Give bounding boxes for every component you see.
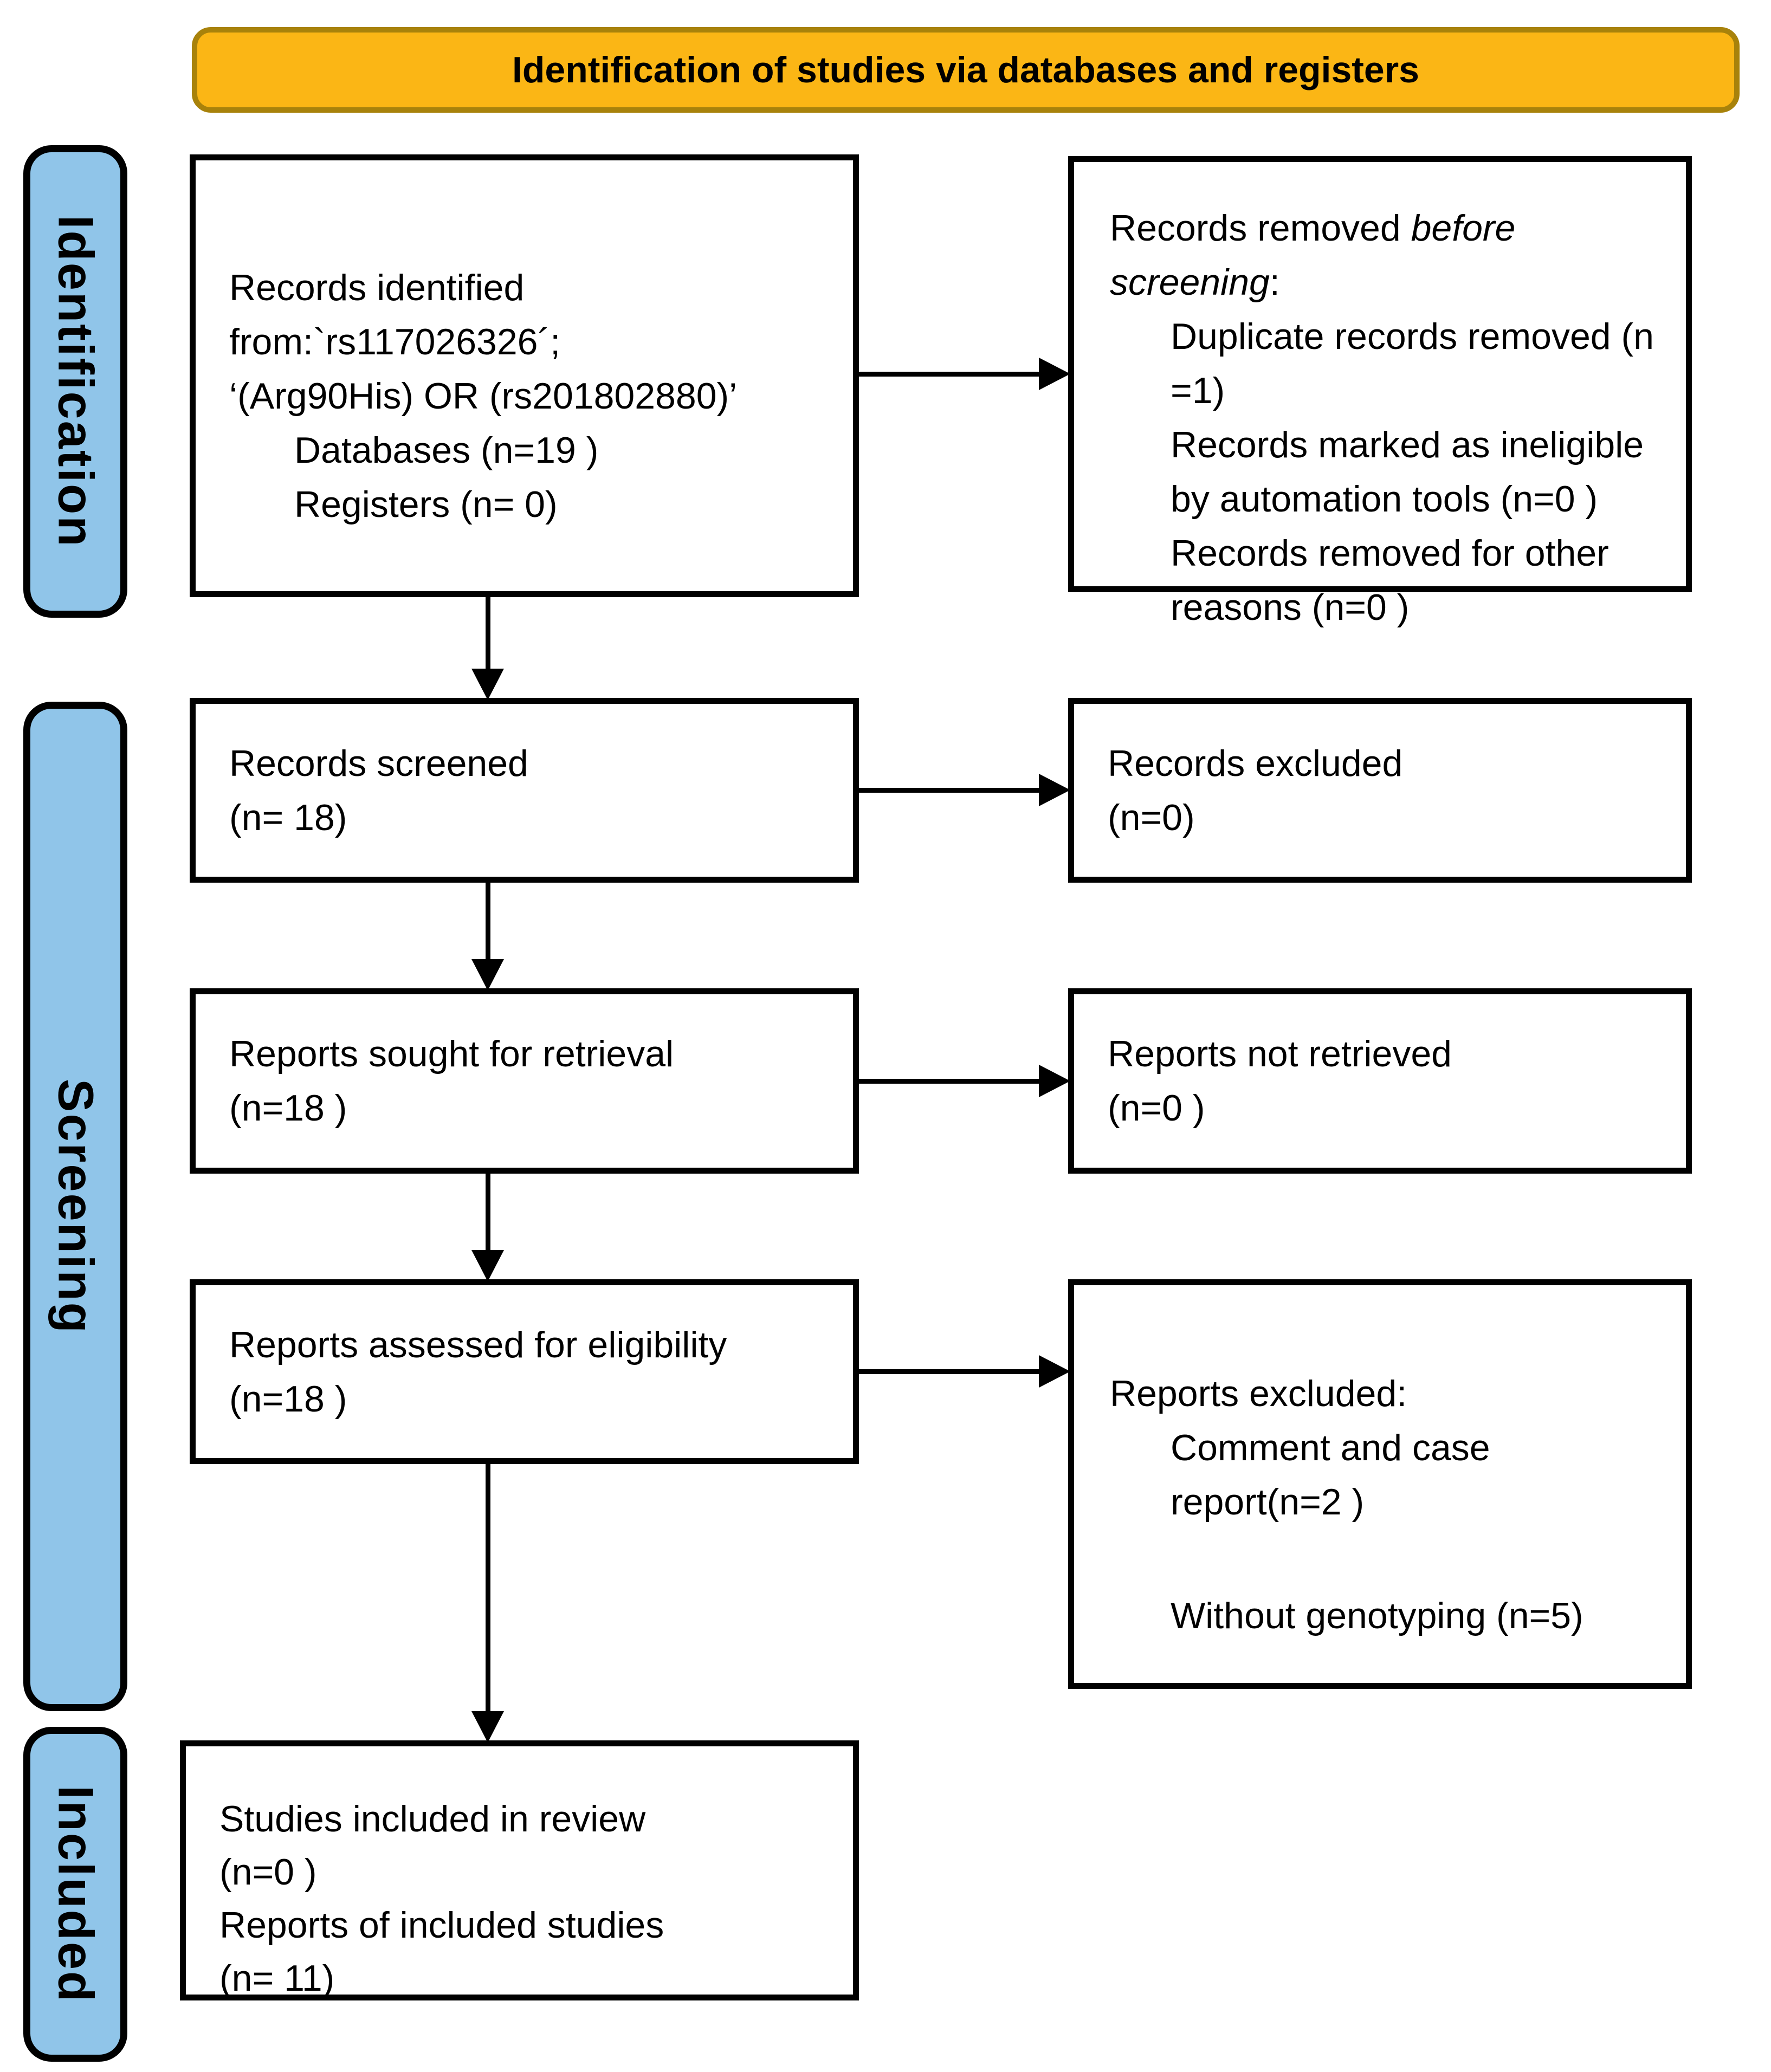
- box-text-line: Reports sought for retrieval: [229, 1033, 674, 1074]
- box-text-line: Studies included in review: [219, 1798, 646, 1840]
- box-text-line: (n=0 ): [219, 1851, 317, 1893]
- box-heading: Records removed before screening:: [1110, 201, 1608, 309]
- sidebar-phase-included-label: Included: [48, 1785, 104, 2004]
- reports-not-retrieved-box: Reports not retrieved (n=0 ): [1068, 988, 1692, 1174]
- box-heading-text: Records removed: [1110, 208, 1411, 249]
- box-text-line: Duplicate records removed (n =1): [1171, 316, 1654, 411]
- records-removed-box: Records removed before screening: Duplic…: [1068, 156, 1692, 628]
- sidebar-phase-screening: Screening: [23, 702, 127, 1711]
- box-text-line: (n=18 ): [229, 1378, 347, 1420]
- box-text-line: Databases (n=19 ): [294, 430, 599, 471]
- box-text-line: Reports assessed for eligibility: [229, 1324, 727, 1365]
- box-text-line: (n=0 ): [1108, 1087, 1205, 1129]
- box-text-line: Records removed for other reasons (n=0 ): [1171, 533, 1609, 628]
- box-heading-italic-text: before screening: [1110, 208, 1516, 303]
- box-text-line: Records marked as ineligible by automati…: [1171, 424, 1644, 520]
- box-text-line: (n= 18): [229, 797, 347, 838]
- sidebar-phase-screening-label: Screening: [48, 1078, 104, 1335]
- box-text-line: (n= 11): [219, 1958, 335, 1999]
- box-text-line: Registers (n= 0): [294, 484, 558, 525]
- sidebar-phase-identification-label: Identification: [48, 215, 104, 548]
- studies-included-box: Studies included in review (n=0 ) Report…: [180, 1740, 859, 2000]
- box-text-line: Reports of included studies: [219, 1905, 664, 1946]
- records-screened-box: Records screened (n= 18): [190, 698, 859, 883]
- box-text-line: Records identified: [229, 267, 525, 308]
- box-heading-colon: :: [1269, 262, 1280, 303]
- sidebar-phase-included: Included: [23, 1727, 127, 2062]
- box-heading: Reports excluded:: [1110, 1373, 1407, 1414]
- reports-sought-box: Reports sought for retrieval (n=18 ): [190, 988, 859, 1174]
- box-text-line: Records excluded: [1108, 742, 1403, 784]
- box-text-line: Comment and case report(n=2 ): [1171, 1427, 1490, 1523]
- records-identified-box: Records identified from:`rs117026326´; ‘…: [190, 154, 859, 597]
- box-text-line: (n=18 ): [229, 1087, 347, 1129]
- reports-assessed-box: Reports assessed for eligibility (n=18 ): [190, 1279, 859, 1464]
- box-text-line: Without genotyping (n=5): [1171, 1595, 1583, 1636]
- box-text-line: ‘(Arg90His) OR (rs201802880)’: [229, 375, 738, 417]
- box-text-line: Reports not retrieved: [1108, 1033, 1452, 1074]
- title-banner: Identification of studies via databases …: [192, 27, 1740, 113]
- records-excluded-box: Records excluded (n=0): [1068, 698, 1692, 883]
- box-text-line: Records screened: [229, 742, 528, 784]
- box-text-line: from:`rs117026326´;: [229, 321, 561, 362]
- reports-excluded-box: Reports excluded: Comment and case repor…: [1068, 1279, 1692, 1689]
- title-banner-label: Identification of studies via databases …: [512, 49, 1420, 90]
- box-text-line: (n=0): [1108, 797, 1195, 838]
- sidebar-phase-identification: Identification: [23, 145, 127, 618]
